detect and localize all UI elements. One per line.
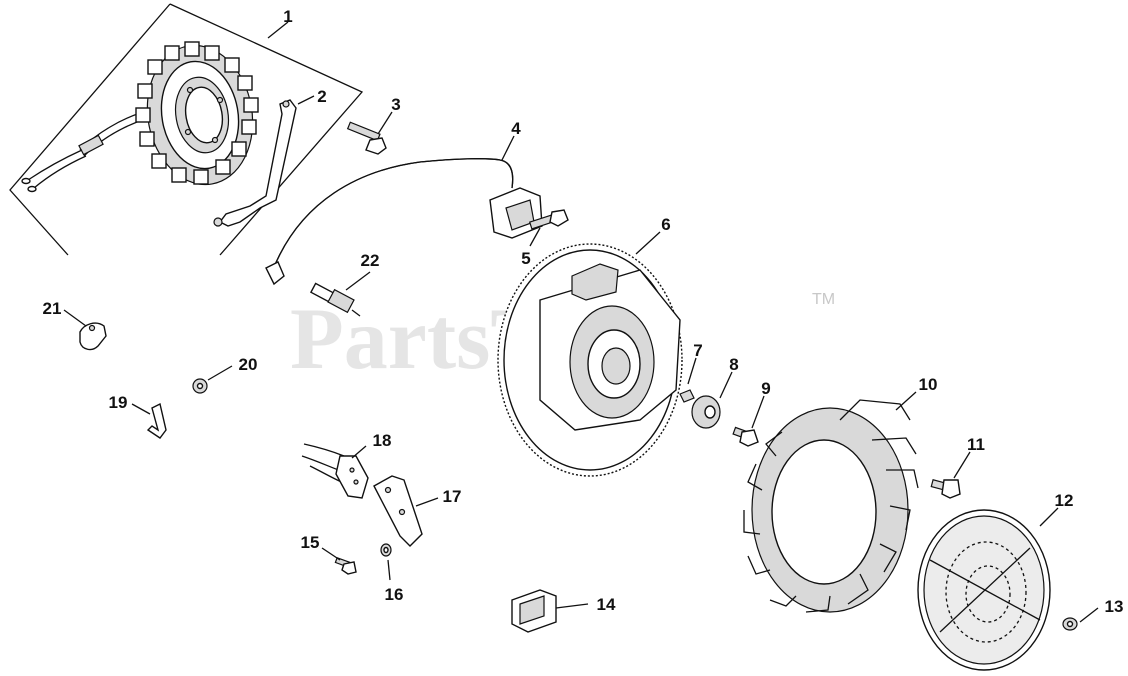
callout-14[interactable]: 14 — [597, 595, 616, 614]
callout-15[interactable]: 15 — [301, 533, 320, 552]
part-16-washer-icon[interactable] — [380, 543, 392, 557]
stator-icon — [135, 41, 259, 186]
part-12-screen-icon[interactable] — [917, 509, 1051, 671]
part-6-flywheel-icon[interactable] — [497, 243, 683, 477]
part-4-ignition-module-icon[interactable] — [265, 158, 543, 286]
part-10-fan-icon[interactable] — [743, 399, 919, 613]
part-13-nut-icon[interactable] — [1062, 617, 1078, 631]
callout-13[interactable]: 13 — [1105, 597, 1124, 616]
part-18-terminal-block-icon[interactable] — [301, 443, 369, 499]
part-8-spacer-icon[interactable] — [691, 395, 721, 429]
callout-4[interactable]: 4 — [511, 119, 521, 138]
part-20-washer-icon[interactable] — [192, 378, 208, 394]
callout-9[interactable]: 9 — [761, 379, 770, 398]
callout-8[interactable]: 8 — [729, 355, 738, 374]
part-14-connector-icon[interactable] — [511, 589, 557, 633]
callout-19[interactable]: 19 — [109, 393, 128, 412]
callout-3[interactable]: 3 — [391, 95, 400, 114]
callout-20[interactable]: 20 — [239, 355, 258, 374]
part-5-screw-icon[interactable] — [528, 209, 569, 230]
callout-11[interactable]: 11 — [967, 435, 985, 454]
trademark-text: TM — [812, 291, 835, 308]
callout-6[interactable]: 6 — [661, 215, 670, 234]
callout-1[interactable]: 1 — [283, 7, 292, 26]
callout-5[interactable]: 5 — [521, 249, 530, 268]
part-9-bolt-icon[interactable] — [732, 426, 759, 447]
part-19-clip-icon[interactable] — [146, 402, 167, 439]
callout-12[interactable]: 12 — [1055, 491, 1074, 510]
part-21-clamp-icon[interactable] — [79, 322, 107, 351]
part-2-bracket-icon — [213, 99, 297, 227]
callout-18[interactable]: 18 — [373, 431, 392, 450]
callout-10[interactable]: 10 — [919, 375, 938, 394]
part-17-bracket-icon[interactable] — [373, 475, 423, 547]
part-22-spark-plug-icon[interactable] — [309, 282, 361, 317]
part-11-bolt-icon[interactable] — [930, 479, 961, 499]
part-15-screw-icon[interactable] — [334, 556, 357, 575]
part-3-bolt-icon[interactable] — [346, 121, 387, 155]
callout-7[interactable]: 7 — [693, 341, 702, 360]
callout-2[interactable]: 2 — [317, 87, 326, 106]
callout-labels: 1 2 3 4 5 6 7 8 9 10 11 12 13 14 15 16 1… — [43, 7, 1124, 616]
callout-21[interactable]: 21 — [43, 299, 62, 318]
part-1-stator-group[interactable] — [9, 3, 364, 256]
callout-16[interactable]: 16 — [385, 585, 404, 604]
leader-lines — [63, 21, 1099, 623]
part-7-key-icon[interactable] — [679, 389, 695, 403]
callout-22[interactable]: 22 — [361, 251, 380, 270]
callout-17[interactable]: 17 — [443, 487, 462, 506]
